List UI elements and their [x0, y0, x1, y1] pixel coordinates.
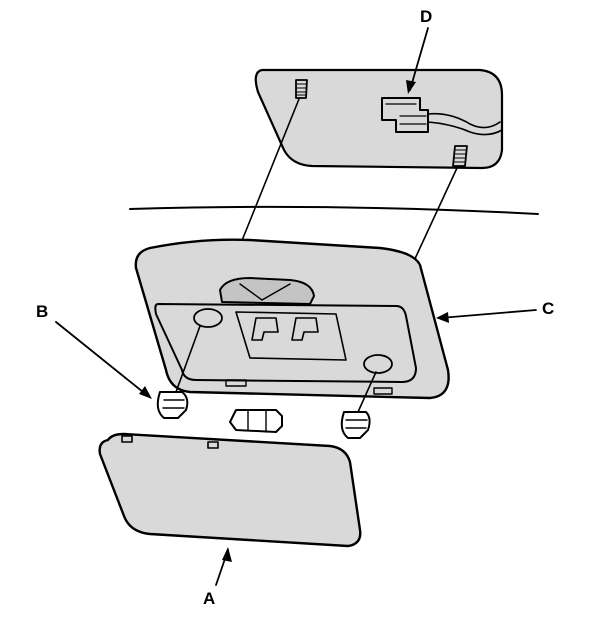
wire-harness-connector — [381, 97, 503, 136]
mounting-stud-right — [452, 145, 468, 167]
light-bulb — [229, 409, 283, 433]
clip-fastener-right — [340, 411, 371, 439]
guide-line-socket-right — [357, 371, 377, 413]
guide-line-left — [240, 98, 300, 244]
leader-arrow-a — [215, 547, 232, 586]
callout-d: D — [420, 7, 432, 26]
mounting-plate — [254, 68, 504, 170]
callout-b: B — [36, 302, 48, 321]
callout-a: A — [203, 589, 215, 608]
map-light-housing — [134, 238, 450, 400]
roof-panel-line — [129, 205, 539, 215]
callout-c: C — [542, 299, 554, 318]
guide-line-socket-left — [175, 325, 201, 393]
lens-cover — [98, 432, 362, 548]
guide-line-right — [412, 167, 458, 264]
leader-arrow-b — [55, 321, 152, 399]
leader-arrow-d — [406, 27, 429, 94]
mounting-stud-left — [295, 79, 308, 99]
clip-fastener-left — [156, 391, 189, 419]
leader-arrow-c — [436, 309, 537, 323]
